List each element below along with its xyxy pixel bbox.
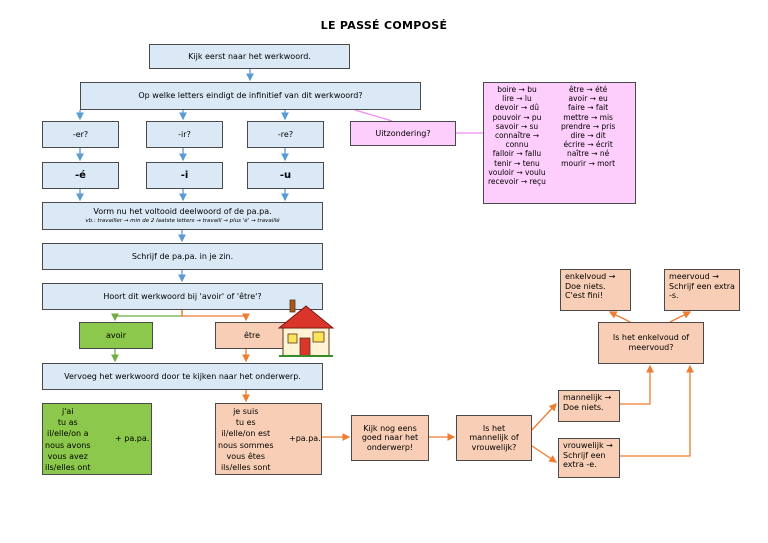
exception-item: falloir → fallu (492, 149, 542, 159)
etre-form: je suis (233, 407, 259, 416)
exception-item: boire → bu (497, 85, 537, 94)
masculine-option: mannelijk → Doe niets. (558, 390, 620, 422)
exception-item: recevoir → reçu (488, 177, 546, 187)
etre-suffix: +pa.pa. (289, 434, 321, 443)
exception-item: savoir → su (495, 121, 539, 131)
sing-or-plur-question: Is het enkelvoud of meervoud? (598, 322, 704, 364)
etre-form: il/elle/on est (221, 429, 271, 439)
ending-ir-question: -ir? (146, 121, 223, 148)
step-write-participle: Schrijf de pa.pa. in je zin. (42, 243, 323, 270)
ending-er-result: -é (42, 162, 119, 189)
exception-item: prendre → pris (561, 121, 616, 131)
exception-item: avoir → eu (568, 94, 608, 104)
avoir-form: tu as (57, 418, 78, 428)
exception-item: devoir → dû (494, 103, 540, 113)
etre-form: ils/elles sont (220, 463, 271, 473)
exception-item: lire → lu (502, 94, 532, 104)
exception-item: pouvoir → pu (492, 112, 542, 122)
house-icon (277, 299, 335, 357)
avoir-form: il/elle/on a (46, 429, 89, 439)
ending-re-question: -re? (247, 121, 324, 148)
ending-ir-result: -i (146, 162, 223, 189)
exception-item: vouloir → voulu (488, 167, 546, 177)
exception-item: mourir → mort (561, 158, 616, 168)
ending-er-question: -er? (42, 121, 119, 148)
feminine-option: vrouwelijk → Schrijf een extra -e. (558, 438, 620, 478)
etre-option: être (215, 322, 289, 349)
step-infinitive-ending: Op welke letters eindigt de infinitief v… (80, 82, 421, 110)
step-conjugate: Vervoeg het werkwoord door te kijken naa… (42, 363, 323, 390)
exception-item: mettre → mis (563, 112, 613, 122)
etre-form: tu es (235, 418, 256, 428)
etre-form: nous sommes (218, 440, 274, 450)
participle-example: vb.: travailler → min de 2 laatste lette… (85, 218, 280, 224)
step-avoir-or-etre: Hoort dit werkwoord bij 'avoir' of 'être… (42, 283, 323, 310)
singular-option: enkelvoud → Doe niets. C'est fini! (560, 269, 631, 311)
ending-re-result: -u (247, 162, 324, 189)
exception-item: naître → né (566, 149, 610, 159)
avoir-form: vous avez (47, 451, 88, 461)
plural-option: meervoud → Schrijf een extra -s. (664, 269, 740, 311)
exception-question: Uitzondering? (350, 121, 456, 146)
step-form-participle: Vorm nu het voltooid deelwoord of de pa.… (42, 202, 323, 230)
exception-item: faire → fait (568, 103, 609, 113)
exception-item: connu (505, 140, 529, 150)
exception-item: être → été (568, 85, 608, 94)
avoir-form: nous avons (45, 440, 91, 450)
avoir-form: ils/elles ont (45, 463, 91, 473)
avoir-suffix: + pa.pa. (115, 434, 150, 443)
exception-item: dire → dit (570, 131, 606, 141)
exception-item: écrire → écrit (563, 140, 613, 150)
check-subject: Kijk nog eens goed naar het onderwerp! (351, 415, 429, 461)
step-look-at-verb: Kijk eerst naar het werkwoord. (149, 44, 350, 69)
exception-item: tenir → tenu (494, 158, 540, 168)
avoir-form: j'ai (61, 407, 74, 416)
exception-item: connaître → (494, 131, 539, 141)
avoir-option: avoir (79, 322, 153, 349)
participle-instruction: Vorm nu het voltooid deelwoord of de pa.… (93, 207, 272, 217)
masc-or-fem-question: Is het mannelijk of vrouwelijk? (456, 415, 532, 461)
page-title: LE PASSÉ COMPOSÉ (320, 19, 448, 32)
etre-form: vous êtes (226, 451, 266, 461)
